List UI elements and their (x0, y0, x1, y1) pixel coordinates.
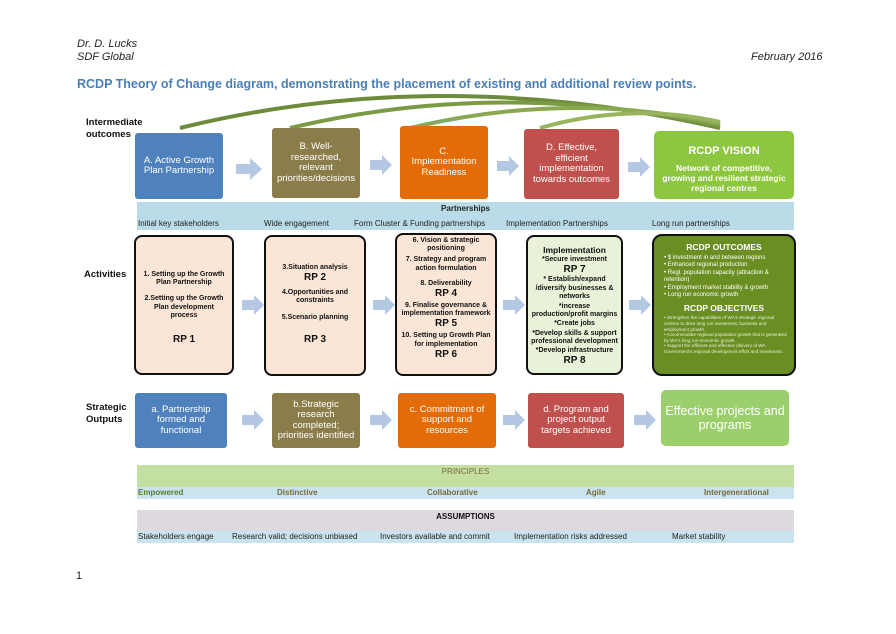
assumptions-title: ASSUMPTIONS (436, 512, 495, 521)
activity-step: 4.Opportunities and constraints (281, 289, 349, 305)
assumption-item: Implementation risks addressed (514, 532, 627, 541)
assumption-item: Stakeholders engage (138, 532, 214, 541)
partnership-item: Implementation Partnerships (506, 219, 608, 228)
label-strategic-outputs: Strategic Outputs (86, 402, 127, 425)
activity-step: *increase production/profit margins (531, 303, 618, 319)
outcomes-title: RCDP OUTCOMES (686, 242, 762, 252)
review-point-rp2: RP 2 (303, 272, 327, 284)
principles-items-band: Empowered Distinctive Collaborative Agil… (137, 487, 794, 499)
arrow-right-icon (628, 157, 650, 177)
principle-item: Empowered (138, 488, 184, 497)
feedback-curve-d (539, 111, 721, 130)
outcome-a-box: A. Active Growth Plan Partnership (135, 133, 223, 199)
objectives-title: RCDP OBJECTIVES (683, 303, 765, 314)
arrow-right-icon (242, 295, 264, 315)
principle-item: Distinctive (277, 488, 318, 497)
outcome-d-box: D. Effective, efficient implementation t… (524, 129, 619, 199)
partnerships-title: Partnerships (441, 204, 490, 213)
author-name: Dr. D. Lucks (77, 38, 138, 50)
assumptions-items-band: Stakeholders engage Research valid; deci… (137, 531, 794, 543)
principle-item: Collaborative (427, 488, 478, 497)
partnership-item: Long run partnerships (652, 219, 730, 228)
arrow-right-icon (373, 295, 395, 315)
output-effective-box: Effective projects and programs (661, 390, 789, 446)
activity-step: * Establish/expand /diversify businesses… (535, 276, 614, 300)
activity-step: *Develop skills & support professional d… (531, 329, 618, 345)
implementation-title: Implementation (543, 245, 606, 255)
outcomes-list: • $ investment in and between regions • … (664, 255, 788, 299)
objective-item: • Accommodate regional population growth… (664, 332, 787, 343)
partnership-item: Form Cluster & Funding partnerships (354, 219, 486, 228)
activity-step: 7. Strategy and program action formulati… (405, 256, 487, 272)
assumption-item: Market stability (672, 532, 726, 541)
activity-step: 5.Scenario planning (281, 313, 349, 321)
objective-item: • Support the efficient and effective de… (664, 343, 784, 354)
feedback-curves (179, 94, 721, 130)
outcomes-box: RCDP OUTCOMES • $ investment in and betw… (652, 234, 796, 376)
activity-step: *Create jobs (554, 320, 595, 328)
review-point-rp8: RP 8 (563, 355, 586, 367)
principles-band: PRINCIPLES (137, 465, 794, 487)
outcome-item: • Enhanced regional production (664, 262, 748, 269)
review-point-rp7: RP 7 (563, 264, 586, 276)
activity-box-4: Implementation *Secure investment RP 7 *… (526, 235, 623, 375)
outcome-item: • Employment market stability & growth (664, 284, 769, 291)
arrow-right-icon (370, 155, 392, 175)
arrow-right-icon (503, 295, 525, 315)
activity-box-1: 1. Setting up the Growth Plan Partnershi… (134, 235, 234, 375)
objective-item: • Strengthen the capabilities of WA's st… (664, 315, 775, 332)
arrow-right-icon (629, 295, 651, 315)
activity-step: 10. Setting up Growth Plan for implement… (401, 332, 491, 348)
arrow-right-icon (242, 410, 264, 430)
document-date: February 2016 (751, 51, 823, 63)
principle-item: Intergenerational (704, 488, 769, 497)
assumption-item: Investors available and commit (380, 532, 490, 541)
arrow-right-icon (236, 158, 262, 180)
activity-step: 6. Vision & strategic positioning (412, 237, 480, 253)
organization-name: SDF Global (77, 51, 134, 63)
output-b-box: b.Strategic research completed; prioriti… (272, 393, 360, 448)
activity-step: *Develop infrastructure (535, 347, 614, 355)
assumption-item: Research valid; decisions unbiased (232, 532, 358, 541)
activity-step: 8. Deliverability (420, 279, 472, 287)
objectives-list: • Strengthen the capabilities of WA's st… (664, 315, 788, 354)
activity-step: 3.Situation analysis (282, 264, 348, 271)
activity-box-3: 6. Vision & strategic positioning 7. Str… (395, 233, 497, 376)
label-intermediate-outcomes: Intermediate outcomes (86, 117, 143, 140)
outcome-item: • $ investment in and between regions (664, 255, 766, 261)
outcome-item: • Long run economic growth (664, 292, 739, 299)
principle-item: Agile (586, 488, 606, 497)
activity-step: 9. Finalise governance & implementation … (401, 302, 491, 318)
review-point-rp6: RP 6 (434, 348, 458, 360)
vision-title: RCDP VISION (688, 145, 760, 157)
label-activities: Activities (84, 269, 127, 280)
principles-title: PRINCIPLES (441, 467, 490, 476)
partnership-item: Wide engagement (264, 219, 329, 228)
assumptions-band: ASSUMPTIONS (137, 510, 794, 531)
output-d-box: d. Program and project output targets ac… (528, 393, 624, 448)
arrow-right-icon (503, 410, 525, 430)
activity-step: 1. Setting up the Growth Plan Partnershi… (143, 271, 225, 287)
vision-box: RCDP VISION Network of competitive, grow… (654, 131, 794, 199)
review-point-rp4: RP 4 (434, 288, 458, 300)
output-a-box: a. Partnership formed and functional (135, 393, 227, 448)
activity-step: 2.Setting up the Growth Plan development… (144, 295, 224, 319)
page-number: 1 (76, 570, 83, 582)
review-point-rp3: RP 3 (303, 333, 327, 345)
outcome-c-box: C. Implementation Readiness (400, 126, 488, 199)
activity-step: *Secure investment (542, 256, 607, 264)
arrow-right-icon (370, 410, 392, 430)
output-c-box: c. Commitment of support and resources (398, 393, 496, 448)
review-point-rp1: RP 1 (172, 334, 196, 346)
vision-text: Network of competitive, growing and resi… (662, 163, 786, 193)
partnerships-band: Partnerships Initial key stakeholders Wi… (137, 202, 794, 230)
activity-box-2: 3.Situation analysis RP 2 4.Opportunitie… (264, 235, 366, 376)
arrow-right-icon (497, 156, 519, 176)
arrow-right-icon (634, 410, 656, 430)
page-title: RCDP Theory of Change diagram, demonstra… (77, 77, 697, 91)
outcome-item: • Regl. population capacity (attraction … (664, 269, 769, 284)
partnership-item: Initial key stakeholders (138, 219, 219, 228)
review-point-rp5: RP 5 (434, 318, 458, 330)
outcome-b-box: B. Well-researched, relevant priorities/… (272, 128, 360, 198)
